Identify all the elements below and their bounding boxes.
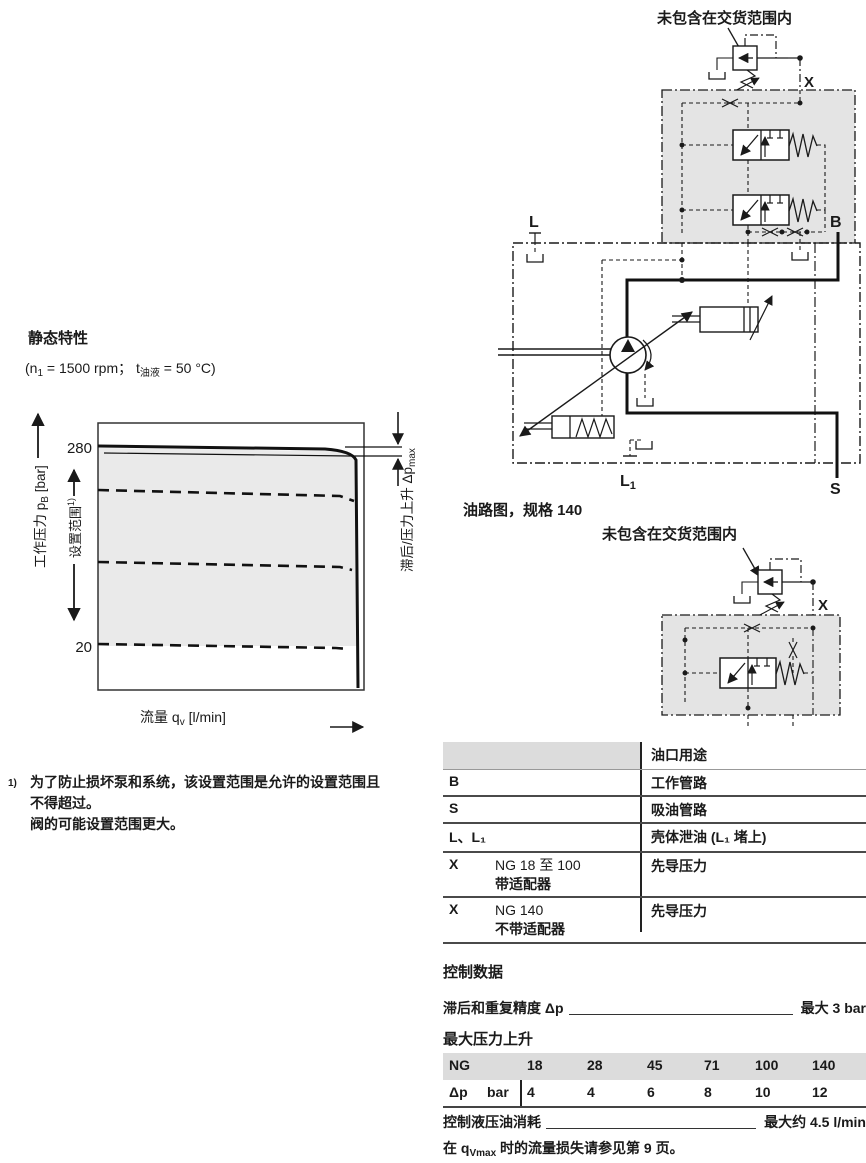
relief-valve-icon-140 [734, 559, 816, 616]
swashplate-arrow [519, 311, 693, 437]
dashed-setting-curve-2 [97, 560, 353, 572]
y-tick-280: 280 [67, 440, 92, 457]
setting-range-area [98, 448, 359, 646]
dashed-setting-curve-3 [97, 642, 349, 651]
table-header-row: 油口用途 [443, 742, 866, 770]
footnote-marker: 1) [8, 778, 17, 789]
test-conditions: (n1 = 1500 rpm； t油液 = 50 °C) [25, 360, 216, 379]
ng-header-row: NG 18 28 45 71 100 140 [443, 1053, 866, 1080]
not-included-label-140: 未包含在交货范围内 [602, 526, 738, 543]
hysteresis-spec-line: 滞后和重复精度 Δp 最大 3 bar [443, 1000, 866, 1016]
not-included-label-top: 未包含在交货范围内 [657, 10, 793, 27]
pilot-control-valves [679, 90, 826, 261]
leader-line [546, 1128, 757, 1129]
pressure-rise-title: 最大压力上升 [443, 1031, 534, 1048]
table-row: B 工作管路 [443, 770, 866, 797]
control-cylinder-icon [672, 295, 773, 341]
setting-range-label: 设置范围1) [66, 498, 83, 558]
port-l1-label: L1 [620, 473, 636, 492]
hysteresis-line [103, 452, 402, 457]
y-tick-20: 20 [75, 639, 92, 656]
leader-line [568, 1014, 793, 1015]
static-characteristics-title: 静态特性 [28, 330, 89, 347]
pressure-flow-chart: 280 20 工作压力 pB [bar] 设置范围1) 滞后/压力上升 Δpma… [31, 412, 418, 733]
oil-consumption-line: 控制液压油消耗 最大约 4.5 l/min [443, 1114, 866, 1130]
dp-value-row: Δp bar 4 4 6 8 10 12 [443, 1080, 866, 1108]
table-column-divider [640, 742, 642, 932]
dashed-setting-curve-1 [97, 488, 355, 503]
max-pressure-curve [97, 444, 360, 689]
circuit-140-caption: 油路图，规格 140 [463, 502, 583, 519]
port-usage-table: 油口用途 B 工作管路 S 吸油管路 L、L₁ 壳体泄油 (L₁ 堵上) X N… [443, 742, 866, 944]
label-pointer-arrow-140 [742, 547, 760, 577]
hydraulic-circuit-diagram: X [498, 27, 861, 498]
x-axis-label: 流量 qv [l/min] [140, 709, 226, 728]
circuit-diagram-ng140: X [661, 547, 841, 726]
chart-frame [97, 422, 365, 691]
table-row: L、L₁ 壳体泄油 (L₁ 堵上) [443, 824, 866, 853]
footnote: 1) 为了防止损坏泵和系统，该设置范围是允许的设置范围且 不得超过。 阀的可能设… [8, 774, 380, 832]
hysteresis-label: 滞后/压力上升 Δpmax [400, 448, 418, 572]
port-l1-symbol [623, 439, 653, 457]
bias-cylinder-icon [524, 415, 615, 439]
port-x-label-140: X [818, 597, 828, 614]
port-s-label: S [830, 481, 841, 498]
control-data-title: 控制数据 [443, 964, 504, 981]
y-axis-label: 工作压力 pB [bar] [33, 465, 51, 568]
table-row: S 吸油管路 [443, 797, 866, 824]
pilot-control-valve-140 [682, 623, 816, 726]
pressure-rise-table: NG 18 28 45 71 100 140 Δp bar 4 4 6 8 10… [443, 1053, 866, 1108]
flow-loss-note: 在 qVmax 时的流量损失请参见第 9 页。 [443, 1140, 684, 1159]
pump-housing-boundary [512, 242, 861, 464]
port-l-label: L [529, 214, 539, 231]
oil-consumption-value: 最大约 4.5 l/min [764, 1114, 866, 1130]
port-usage-header: 油口用途 [651, 747, 707, 763]
port-x-label: X [804, 74, 814, 91]
port-b-label: B [830, 214, 842, 231]
relief-valve-icon [709, 35, 803, 92]
port-l-symbol [526, 232, 544, 263]
hysteresis-value: 最大 3 bar [800, 1000, 866, 1016]
pressure-and-suction-lines [625, 232, 840, 478]
